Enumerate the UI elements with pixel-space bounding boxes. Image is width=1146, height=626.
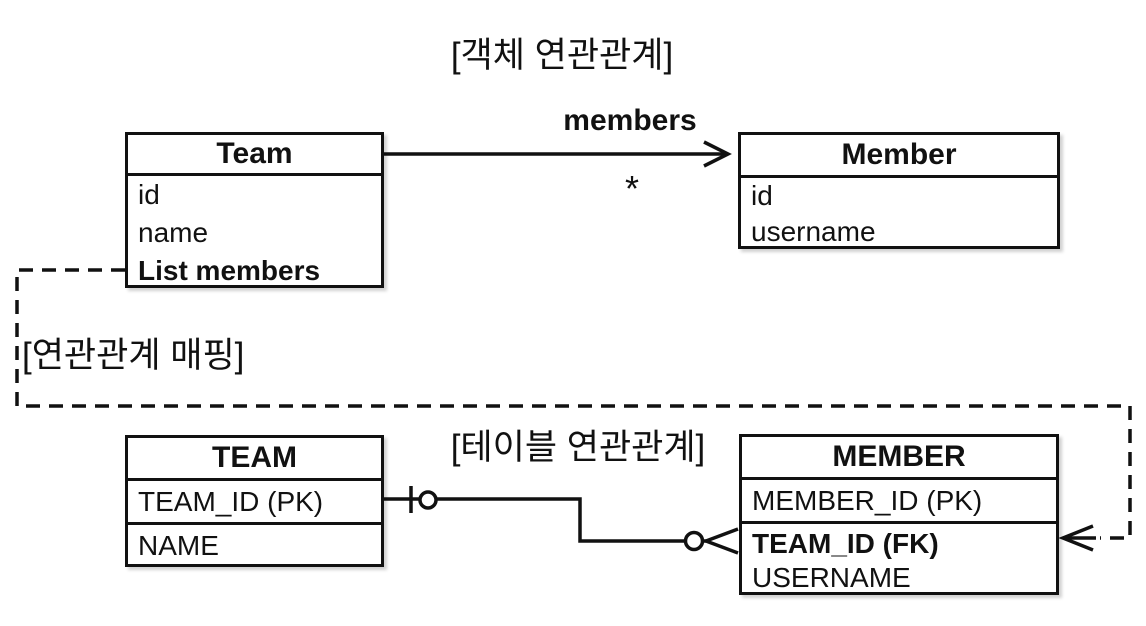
member-class-title: Member bbox=[741, 135, 1057, 178]
table-relationship-line bbox=[384, 497, 706, 543]
team-table-box: TEAM TEAM_ID (PK) NAME bbox=[125, 435, 384, 567]
team-field-id: id bbox=[138, 179, 160, 210]
team-class-title: Team bbox=[128, 135, 381, 176]
member-field-username: username bbox=[751, 216, 876, 247]
team-field-name: name bbox=[138, 217, 209, 248]
member-table-title: MEMBER bbox=[742, 437, 1056, 480]
zero-or-one-circle bbox=[418, 490, 438, 510]
crows-foot-upper bbox=[705, 527, 739, 543]
mapping-section-title: [연관관계 매핑] bbox=[22, 336, 245, 375]
table-section-title: [테이블 연관관계] bbox=[450, 428, 706, 467]
association-label: members bbox=[563, 104, 697, 137]
mapping-arrowhead bbox=[1058, 524, 1094, 552]
zero-or-many-circle bbox=[683, 530, 705, 552]
crows-foot-lower bbox=[705, 539, 739, 555]
team-column-name: NAME bbox=[138, 530, 219, 561]
member-table-box: MEMBER MEMBER_ID (PK) TEAM_ID (FK) USERN… bbox=[739, 434, 1059, 595]
member-column-username: USERNAME bbox=[752, 562, 911, 593]
member-field-id: id bbox=[751, 180, 773, 211]
member-column-member-id: MEMBER_ID (PK) bbox=[742, 480, 1056, 524]
member-class-box: Member id username bbox=[738, 132, 1060, 249]
team-class-box: Team id name List members bbox=[125, 132, 384, 288]
association-multiplicity: * bbox=[624, 168, 639, 209]
team-column-team-id: TEAM_ID (PK) bbox=[128, 481, 381, 525]
object-association-arrowhead bbox=[703, 140, 732, 168]
object-section-title: [객체 연관관계] bbox=[450, 36, 674, 75]
team-field-list-members: List members bbox=[138, 255, 321, 286]
member-column-team-id-fk: TEAM_ID (FK) bbox=[752, 528, 939, 559]
team-table-title: TEAM bbox=[128, 438, 381, 481]
